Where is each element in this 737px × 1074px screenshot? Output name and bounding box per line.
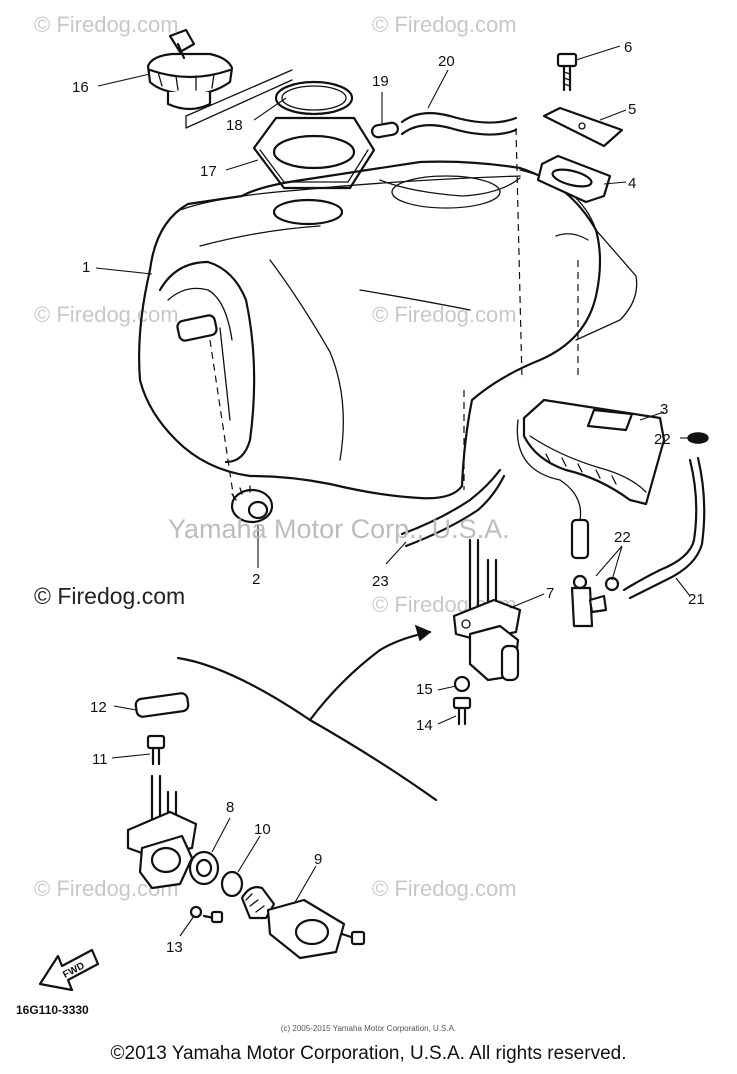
callout-12: 12 bbox=[90, 699, 107, 716]
part-11-screw bbox=[146, 734, 166, 766]
hose-joint bbox=[570, 574, 608, 628]
callout-numbers: 16 18 17 1 19 20 6 5 4 3 22 2 23 7 22 21… bbox=[72, 39, 705, 956]
part-15-washer bbox=[453, 675, 471, 693]
cover-screw bbox=[340, 930, 366, 946]
small-hose bbox=[570, 518, 590, 560]
callout-19: 19 bbox=[372, 73, 389, 90]
brand-watermark: Yamaha Motor Corp., U.S.A. bbox=[168, 514, 510, 544]
part-17-cap-seat bbox=[252, 116, 376, 190]
part-16-fuel-cap bbox=[146, 28, 234, 111]
watermark-text: © Firedog.com bbox=[372, 876, 517, 901]
reference-line bbox=[176, 656, 438, 802]
callout-16: 16 bbox=[72, 79, 89, 96]
callout-7: 7 bbox=[546, 585, 554, 602]
part-9-cover bbox=[240, 886, 346, 960]
part-4-damper bbox=[536, 154, 612, 204]
callout-5: 5 bbox=[628, 101, 636, 118]
callout-14: 14 bbox=[416, 717, 433, 734]
callout-8: 8 bbox=[226, 799, 234, 816]
watermark-text: © Firedog.com bbox=[372, 12, 517, 37]
callout-22-lower: 22 bbox=[614, 529, 631, 546]
part-7-fuel-cock bbox=[452, 538, 522, 682]
watermark-text: © Firedog.com bbox=[34, 302, 179, 327]
part-12-gasket bbox=[134, 692, 190, 718]
leader-lines bbox=[95, 45, 691, 937]
part-19-pipe bbox=[371, 121, 399, 139]
part-10-o-ring bbox=[220, 870, 244, 898]
filler-neck-ring bbox=[272, 198, 344, 226]
callout-2: 2 bbox=[252, 571, 260, 588]
callout-6: 6 bbox=[624, 39, 632, 56]
callout-18: 18 bbox=[226, 117, 243, 134]
callout-9: 9 bbox=[314, 851, 322, 868]
callout-11: 11 bbox=[92, 751, 108, 768]
fine-print: (c) 2005-2015 Yamaha Motor Corporation, … bbox=[280, 1024, 457, 1033]
part-2-damper bbox=[230, 485, 274, 524]
part-20-hose bbox=[400, 111, 518, 124]
callout-20: 20 bbox=[438, 53, 455, 70]
lower-fuel-cock bbox=[126, 774, 198, 890]
watermark-text: © Firedog.com bbox=[34, 12, 179, 37]
part-22-clip bbox=[687, 432, 709, 444]
callout-23: 23 bbox=[372, 573, 389, 590]
part-6-bolt bbox=[556, 52, 578, 92]
footer-copyright: ©2013 Yamaha Motor Corporation, U.S.A. A… bbox=[110, 1043, 627, 1064]
part-18-o-ring bbox=[274, 80, 354, 116]
watermark-text: © Firedog.com bbox=[372, 302, 517, 327]
callout-22-upper: 22 bbox=[654, 431, 671, 448]
part-22-clip bbox=[604, 576, 620, 592]
part-5-plate bbox=[542, 106, 624, 148]
tank-cutout bbox=[176, 314, 218, 342]
callout-21: 21 bbox=[688, 591, 705, 608]
callout-1: 1 bbox=[82, 259, 90, 276]
callout-17: 17 bbox=[200, 163, 217, 180]
part-8-filter bbox=[188, 850, 220, 886]
fwd-arrow-icon: FWD bbox=[38, 948, 100, 992]
part-14-screw bbox=[452, 696, 472, 726]
reference-arrow bbox=[308, 630, 432, 722]
leader-cap-bracket bbox=[185, 69, 293, 129]
part-code: 16G110-3330 bbox=[16, 1003, 89, 1017]
callout-3: 3 bbox=[660, 401, 668, 418]
part-1-fuel-tank bbox=[138, 160, 638, 500]
site-watermark: © Firedog.com bbox=[34, 583, 186, 609]
part-13-screw bbox=[189, 905, 224, 924]
part-3-damper bbox=[522, 398, 666, 506]
callout-4: 4 bbox=[628, 175, 636, 192]
callout-10: 10 bbox=[254, 821, 271, 838]
callout-13: 13 bbox=[166, 939, 183, 956]
part-23-hose bbox=[400, 468, 502, 536]
callout-15: 15 bbox=[416, 681, 433, 698]
part-21-hose bbox=[622, 458, 698, 592]
